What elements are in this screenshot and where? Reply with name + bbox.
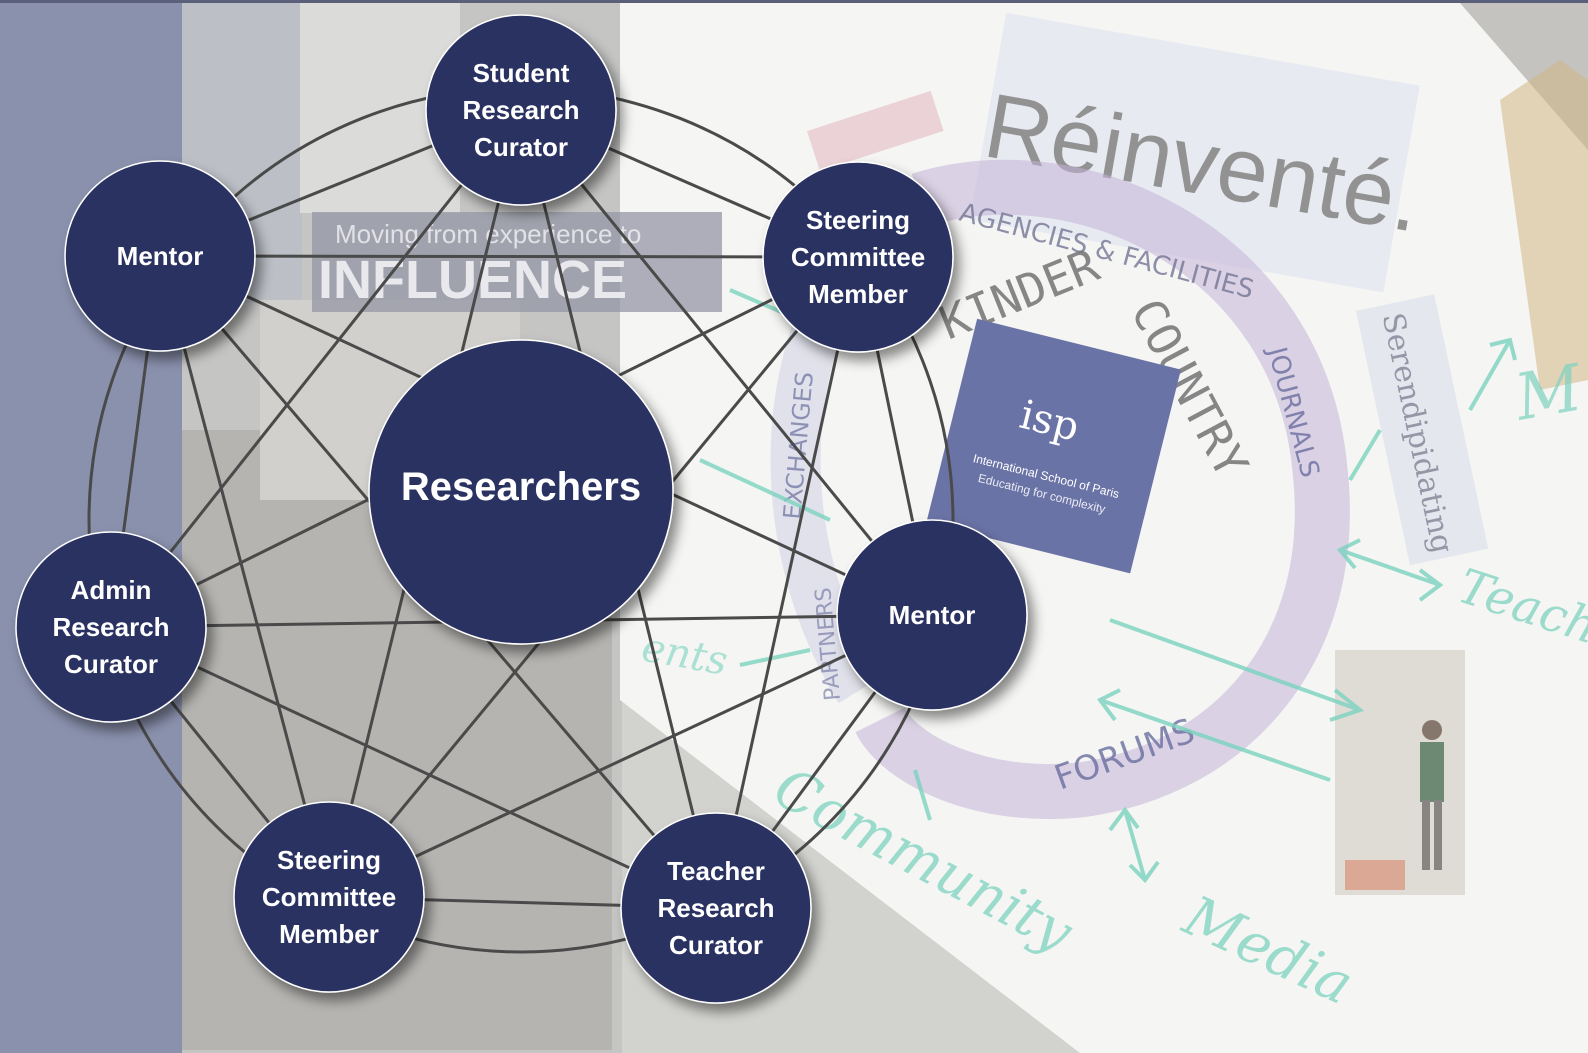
node-label: Mentor [889,600,976,630]
serendipity-card: Serendipidating [1355,294,1489,566]
top-border [0,0,1588,3]
node-label: Committee [262,882,396,912]
node-circle [15,531,207,723]
school-card: isp International School of Paris Educat… [926,318,1181,574]
marker-annotations [699,288,1517,884]
node-label: Teacher [667,856,765,886]
hub-label: Researchers [401,465,641,509]
node-circle [836,519,1028,711]
node-circle [64,160,256,352]
role-nodes: StudentResearchCuratorSteeringCommitteeM… [15,14,1028,1004]
node-label: Curator [474,132,568,162]
node-label: Admin [71,575,152,605]
connection-line [159,254,859,259]
hub-node: Researchers [368,339,674,645]
connection-line [714,256,860,909]
node-circle [425,14,617,206]
connection-line [328,613,933,899]
node-mentor-left: Mentor [64,160,256,352]
node-circle [233,801,425,993]
node-label: Member [279,919,379,949]
node-label: Curator [64,649,158,679]
node-label: Member [808,279,908,309]
node-mentor-right: Mentor [836,519,1028,711]
connection-line [158,255,331,898]
node-label: Mentor [117,241,204,271]
node-label: Research [657,893,774,923]
node-label: Research [52,612,169,642]
connection-line [519,109,934,616]
node-circle [620,812,812,1004]
connection-line [110,625,717,910]
node-label: Steering [806,205,910,235]
handwritten-m: M [1509,351,1588,436]
node-label: Curator [669,930,763,960]
node-label: Committee [791,242,925,272]
person-photo [1335,650,1465,895]
node-label: Student [473,58,570,88]
connection-line [109,109,523,628]
node-label: Steering [277,845,381,875]
node-circle [762,161,954,353]
node-label: Research [462,95,579,125]
